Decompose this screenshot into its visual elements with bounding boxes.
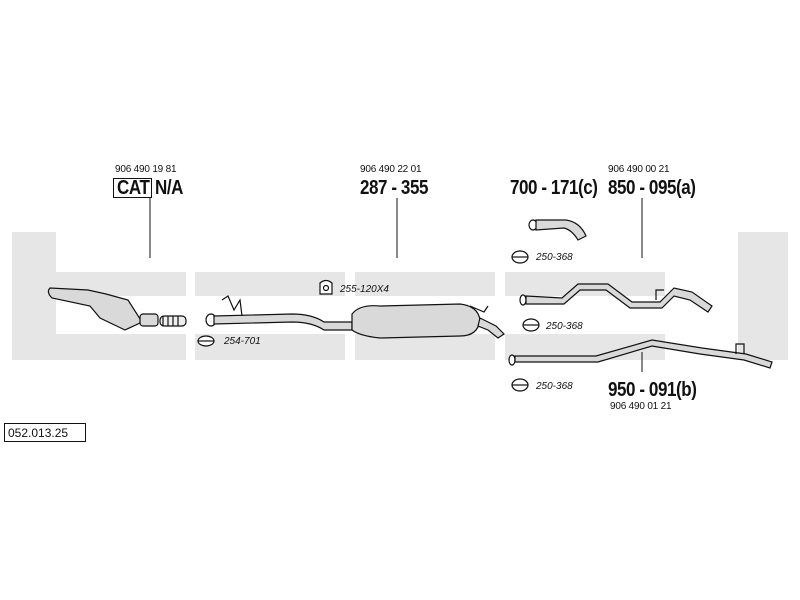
oem-number: 906 490 01 21 <box>610 401 672 412</box>
clamp-label: 255-120X4 <box>340 284 389 295</box>
clamp-icon <box>511 378 529 392</box>
clamp-icon <box>522 318 540 332</box>
catalytic-converter-part <box>47 287 187 331</box>
tail-pipe-a-part <box>519 283 713 313</box>
part-number: 850 - 095(a) <box>608 177 696 199</box>
watermark-logo <box>12 232 788 360</box>
reference-box <box>4 423 86 442</box>
part-number: 287 - 355 <box>360 177 429 199</box>
tail-pipe-b-part <box>508 339 773 369</box>
cat-box <box>113 178 152 198</box>
tail-pipe-c-part <box>528 219 587 241</box>
oem-number: 906 490 22 01 <box>360 164 422 175</box>
clamp-icons <box>197 250 540 392</box>
cat-label: CAT <box>117 177 150 199</box>
clamp-label: 254-701 <box>224 336 261 347</box>
clamp-label: 250-368 <box>536 252 573 263</box>
gasket-icon <box>319 279 333 295</box>
diagram-reference: 052.013.25 <box>8 426 69 440</box>
oem-number: 906 490 19 81 <box>115 164 177 175</box>
clamp-icon <box>511 250 529 264</box>
oem-number: 906 490 00 21 <box>608 164 670 175</box>
part-number: N/A <box>155 177 184 199</box>
clamp-label: 250-368 <box>536 381 573 392</box>
clamp-icon <box>197 335 215 347</box>
part-number: 700 - 171(c) <box>510 177 598 199</box>
clamp-label: 250-368 <box>546 321 583 332</box>
middle-silencer-part <box>205 295 505 339</box>
leader-lines <box>149 198 643 372</box>
part-number: 950 - 091(b) <box>608 379 697 401</box>
